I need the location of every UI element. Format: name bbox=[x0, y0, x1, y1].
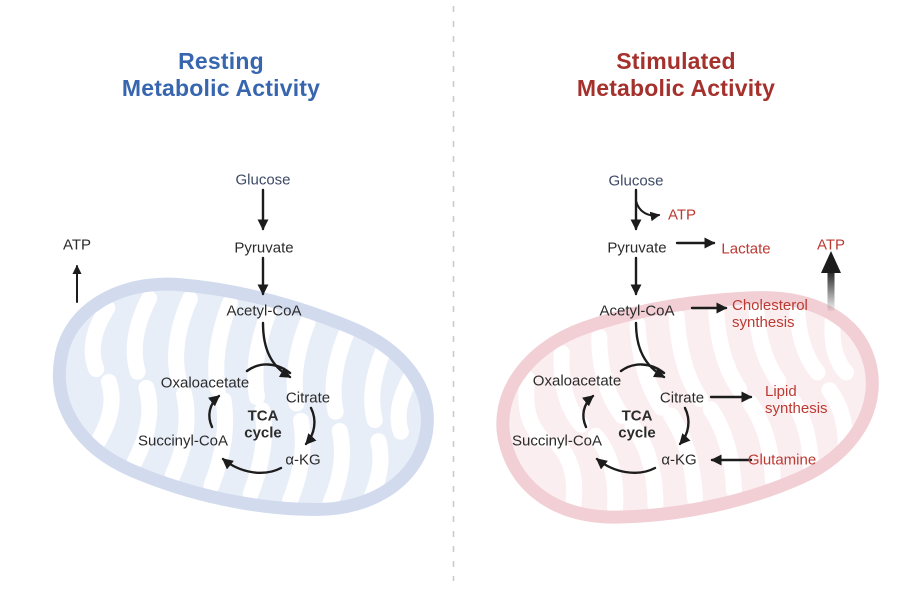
label-acetyl-coa-left: Acetyl-CoA bbox=[226, 302, 302, 320]
arrow-succinylcoa-to-oxaloacetate-right bbox=[582, 394, 595, 429]
arrow-acetylcoa-to-citrate-right bbox=[634, 321, 666, 379]
lipid-line2: synthesis bbox=[765, 400, 828, 417]
label-cholesterol-synthesis-right: Cholesterol synthesis bbox=[732, 297, 808, 331]
arrow-succinylcoa-to-oxaloacetate-left bbox=[208, 394, 221, 429]
arc-oxaloacetate-to-citrate-left bbox=[245, 363, 292, 375]
mitochondrion-left bbox=[39, 260, 447, 538]
right-title-line1: Stimulated bbox=[616, 48, 736, 74]
label-atp-output-left: ATP bbox=[62, 236, 92, 254]
label-acetyl-coa-right: Acetyl-CoA bbox=[599, 302, 675, 320]
label-alpha-kg-right: α-KG bbox=[661, 451, 697, 469]
label-tca-right-line1: TCA bbox=[621, 407, 653, 425]
arrow-citrate-to-akg-left bbox=[304, 406, 317, 446]
label-pyruvate-right: Pyruvate bbox=[607, 239, 667, 257]
right-title-line2: Metabolic Activity bbox=[576, 75, 776, 101]
arrow-glycolysis-atp-branch-right bbox=[634, 199, 661, 222]
left-title-line1: Resting bbox=[178, 48, 264, 74]
label-oxaloacetate-left: Oxaloacetate bbox=[160, 374, 250, 392]
label-glutamine-right: Glutamine bbox=[747, 451, 817, 469]
right-panel-title: Stimulated Metabolic Activity bbox=[516, 48, 836, 102]
arrow-akg-to-succinylcoa-right bbox=[595, 457, 657, 474]
arrow-acetylcoa-to-citrate-left bbox=[261, 321, 292, 379]
cholesterol-line2: synthesis bbox=[732, 314, 795, 331]
label-atp-glycolysis-right: ATP bbox=[667, 206, 697, 224]
label-oxaloacetate-right: Oxaloacetate bbox=[532, 372, 622, 390]
label-alpha-kg-left: α-KG bbox=[285, 451, 321, 469]
arrow-citrate-to-akg-right bbox=[678, 406, 691, 446]
label-lipid-synthesis-right: Lipid synthesis bbox=[765, 383, 828, 417]
label-citrate-left: Citrate bbox=[285, 389, 331, 407]
label-glucose-right: Glucose bbox=[608, 172, 664, 190]
label-succinyl-coa-left: Succinyl-CoA bbox=[137, 432, 229, 450]
label-glucose-left: Glucose bbox=[235, 171, 291, 189]
arrow-atp-export-right bbox=[821, 251, 841, 311]
left-title-line2: Metabolic Activity bbox=[121, 75, 321, 101]
left-panel-title: Resting Metabolic Activity bbox=[61, 48, 381, 102]
lipid-line1: Lipid bbox=[765, 383, 797, 400]
label-atp-output-right: ATP bbox=[816, 236, 846, 254]
label-tca-right-line2: cycle bbox=[618, 424, 656, 442]
label-tca-left-line1: TCA bbox=[247, 407, 279, 425]
cholesterol-line1: Cholesterol bbox=[732, 297, 808, 314]
label-tca-left-line2: cycle bbox=[244, 424, 282, 442]
label-lactate-right: Lactate bbox=[721, 240, 771, 258]
arc-oxaloacetate-to-citrate-right bbox=[619, 363, 666, 375]
label-pyruvate-left: Pyruvate bbox=[234, 239, 294, 257]
label-citrate-right: Citrate bbox=[659, 389, 705, 407]
label-succinyl-coa-right: Succinyl-CoA bbox=[511, 432, 603, 450]
arrow-akg-to-succinylcoa-left bbox=[221, 457, 283, 474]
